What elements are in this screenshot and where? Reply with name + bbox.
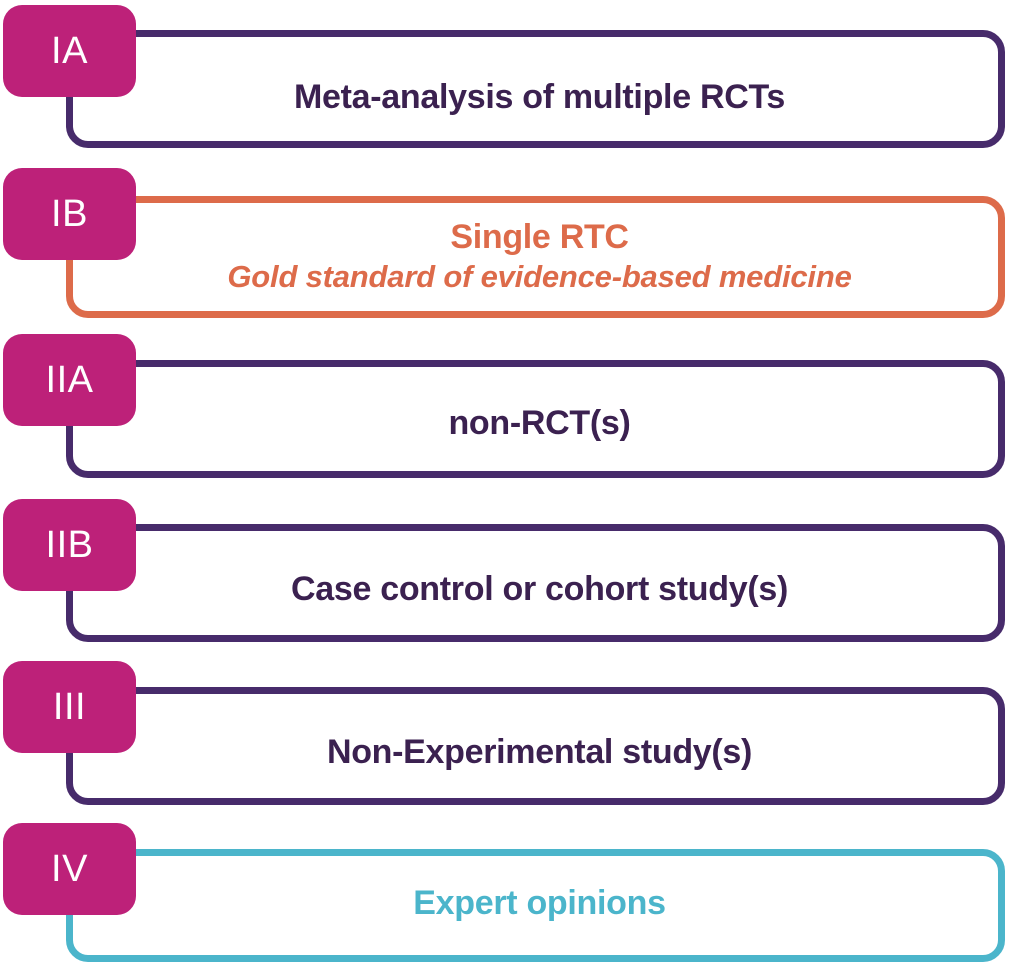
evidence-level-box[interactable] [66, 524, 1005, 642]
evidence-level-box[interactable] [66, 687, 1005, 805]
evidence-level-badge[interactable]: IIB [3, 499, 136, 591]
evidence-level-box[interactable] [66, 30, 1005, 148]
evidence-level-badge[interactable]: IIA [3, 334, 136, 426]
evidence-level-box[interactable] [66, 849, 1005, 962]
evidence-level-box[interactable] [66, 196, 1005, 318]
evidence-level-badge[interactable]: III [3, 661, 136, 753]
evidence-level-badge[interactable]: IB [3, 168, 136, 260]
evidence-level-badge[interactable]: IV [3, 823, 136, 915]
evidence-level-box[interactable] [66, 360, 1005, 478]
evidence-level-badge[interactable]: IA [3, 5, 136, 97]
